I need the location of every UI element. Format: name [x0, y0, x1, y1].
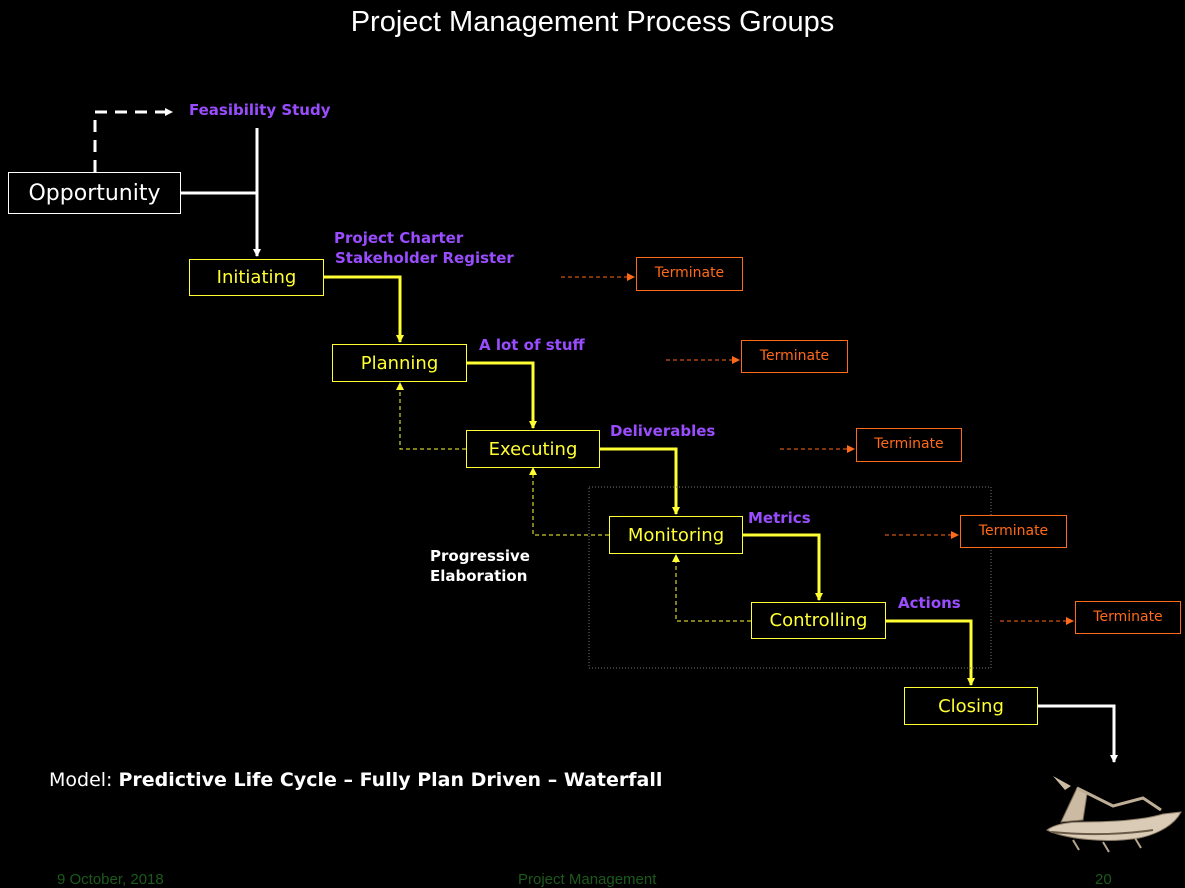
- planning-box: Planning: [332, 344, 467, 382]
- closing-box: Closing: [904, 687, 1038, 725]
- controlling-feedback-arrow: [672, 554, 751, 622]
- terminate-box-3: Terminate: [856, 428, 962, 462]
- project-charter-label: Project Charter: [334, 229, 464, 247]
- footer-date: 9 October, 2018: [57, 871, 164, 888]
- terminate-box-1: Terminate: [636, 257, 743, 291]
- monitoring-feedback-arrow: [529, 467, 609, 536]
- terminate-box-4: Terminate: [960, 515, 1067, 548]
- controlling-box: Controlling: [751, 602, 886, 639]
- ship-sketch-icon: [1046, 776, 1182, 853]
- progressive-line-2: Elaboration: [430, 567, 528, 585]
- executing-feedback-arrow: [396, 382, 466, 450]
- feasibility-dashed-arrow: [93, 108, 173, 172]
- planning-output-label: A lot of stuff: [479, 336, 585, 354]
- model-prefix: Model:: [49, 769, 113, 791]
- initiating-to-planning-arrow: [323, 275, 404, 343]
- controlling-to-closing-arrow: [885, 619, 975, 686]
- executing-to-monitoring-arrow: [599, 447, 680, 515]
- page-title: Project Management Process Groups: [350, 6, 835, 38]
- deliverables-label: Deliverables: [610, 422, 716, 440]
- progressive-line-1: Progressive: [430, 547, 530, 565]
- monitoring-controlling-group: [588, 486, 992, 669]
- terminate-box-2: Terminate: [741, 340, 848, 373]
- planning-to-executing-arrow: [466, 361, 537, 429]
- monitoring-to-controlling-arrow: [742, 533, 823, 601]
- feasibility-study-label: Feasibility Study: [189, 101, 331, 119]
- initiating-box: Initiating: [189, 259, 324, 296]
- executing-box: Executing: [466, 430, 600, 468]
- footer-title: Project Management: [518, 871, 657, 888]
- stakeholder-register-label: Stakeholder Register: [335, 249, 514, 267]
- model-text: Predictive Life Cycle – Fully Plan Drive…: [118, 769, 663, 791]
- model-statement: Model: Predictive Life Cycle – Fully Pla…: [49, 769, 662, 791]
- terminate-box-5: Terminate: [1075, 601, 1181, 634]
- progressive-elaboration-note: Progressive Elaboration: [430, 546, 530, 586]
- opportunity-box: Opportunity: [8, 172, 181, 214]
- closing-exit-arrow: [1037, 704, 1118, 763]
- monitoring-box: Monitoring: [609, 516, 743, 554]
- actions-label: Actions: [898, 594, 961, 612]
- metrics-label: Metrics: [748, 509, 811, 527]
- footer-page-number: 20: [1095, 871, 1112, 888]
